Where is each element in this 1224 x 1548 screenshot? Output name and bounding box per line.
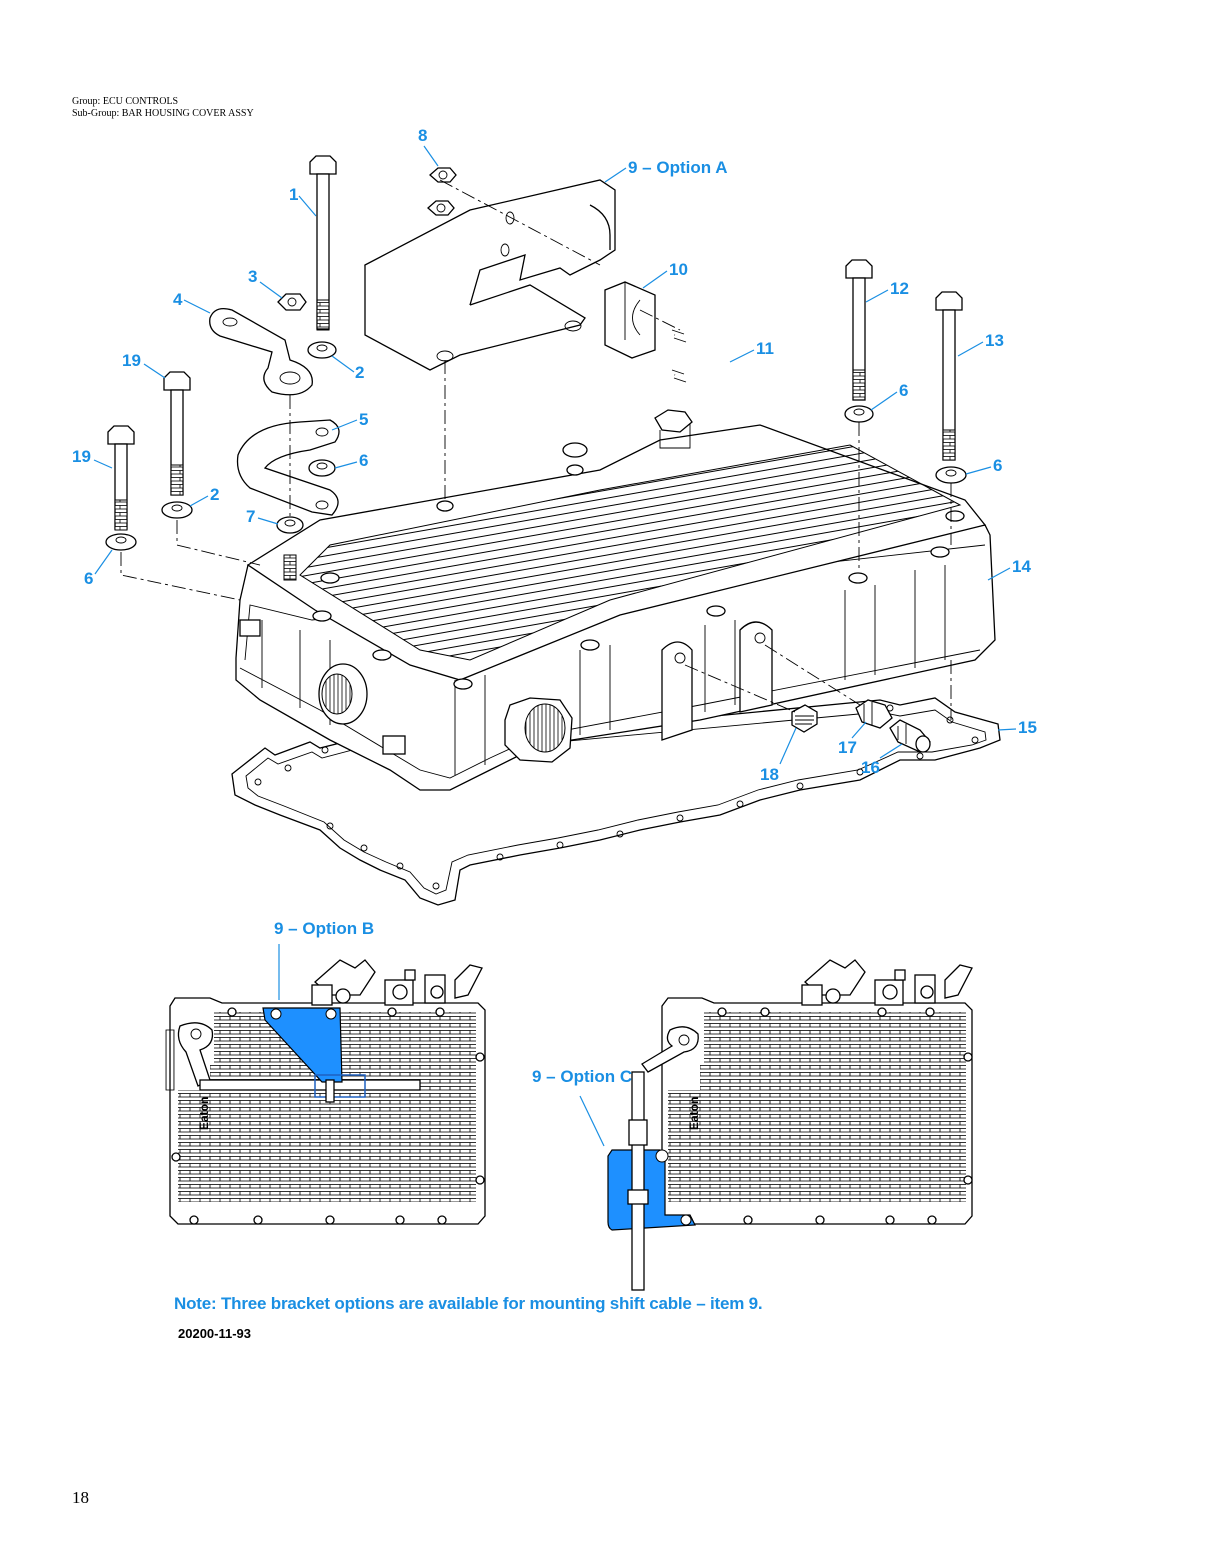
connector-left	[318, 663, 368, 725]
part-callouts: 1 3 4 2 19 5 6 19 2 7 6 8 9 – Option A 1…	[72, 126, 1037, 784]
option-c-view: Eaton	[607, 959, 973, 1291]
bracket-option-c	[607, 1149, 696, 1231]
assembly-center-lines	[120, 179, 952, 720]
callout-19-front: 19	[72, 447, 91, 466]
brand-eaton-left: Eaton	[197, 1097, 211, 1130]
callout-11: 11	[756, 339, 774, 358]
washer-2-lower	[161, 501, 193, 519]
bolt-19-front	[107, 425, 135, 531]
callout-7: 7	[246, 507, 255, 526]
bolt-1	[309, 155, 337, 331]
housing-cover	[235, 409, 996, 791]
brand-eaton-right: Eaton	[687, 1097, 701, 1130]
washer-6-plate	[308, 459, 336, 477]
callout-6-left: 6	[84, 569, 93, 588]
callout-17: 17	[838, 738, 857, 757]
callout-13: 13	[985, 331, 1004, 350]
callout-9-option-c: 9 – Option C	[532, 1067, 632, 1086]
callout-18: 18	[760, 765, 779, 784]
callout-2-lower: 2	[210, 485, 219, 504]
washer-7	[276, 516, 304, 534]
callout-8: 8	[418, 126, 427, 145]
page-number: 18	[72, 1488, 89, 1507]
callout-1: 1	[289, 185, 298, 204]
lever-4	[209, 307, 313, 396]
stud-7	[283, 554, 297, 581]
bracket-option-a	[364, 179, 616, 371]
plate-5	[236, 419, 340, 516]
group-label: Group: ECU CONTROLS	[72, 96, 179, 107]
clip-10	[604, 281, 656, 359]
u-bolt-11	[671, 329, 738, 395]
callout-9-option-a: 9 – Option A	[628, 158, 728, 177]
callout-19-rear: 19	[122, 351, 141, 370]
callout-15: 15	[1018, 718, 1037, 737]
fitting-16	[889, 719, 931, 753]
connector-front	[504, 697, 573, 763]
callout-10: 10	[669, 260, 688, 279]
document-number: 20200-11-93	[178, 1326, 252, 1341]
callout-2-upper: 2	[355, 363, 364, 382]
note-text: Note: Three bracket options are availabl…	[174, 1294, 763, 1313]
fitting-17	[855, 699, 893, 729]
bolt-12	[845, 259, 873, 401]
callout-6-right: 6	[993, 456, 1002, 475]
bolt-19-rear	[163, 371, 191, 496]
washer-2-upper	[307, 341, 337, 359]
callout-6-mid: 6	[899, 381, 908, 400]
nut-8	[427, 167, 457, 216]
callout-4: 4	[173, 290, 183, 309]
subgroup-label: Sub-Group: BAR HOUSING COVER ASSY	[72, 108, 254, 119]
callout-6-plate: 6	[359, 451, 368, 470]
callout-3: 3	[248, 267, 257, 286]
callout-14: 14	[1012, 557, 1031, 576]
washer-6-right	[935, 466, 967, 484]
callout-12: 12	[890, 279, 909, 298]
washer-6-left	[105, 533, 137, 551]
callout-16: 16	[861, 758, 880, 777]
bolt-13	[935, 291, 963, 461]
option-b-view: Eaton	[165, 959, 486, 1225]
washer-6-mid	[844, 405, 874, 423]
nut-3	[277, 293, 307, 311]
callout-9-option-b: 9 – Option B	[274, 919, 374, 938]
callout-5: 5	[359, 410, 368, 429]
plug-18	[791, 704, 818, 733]
